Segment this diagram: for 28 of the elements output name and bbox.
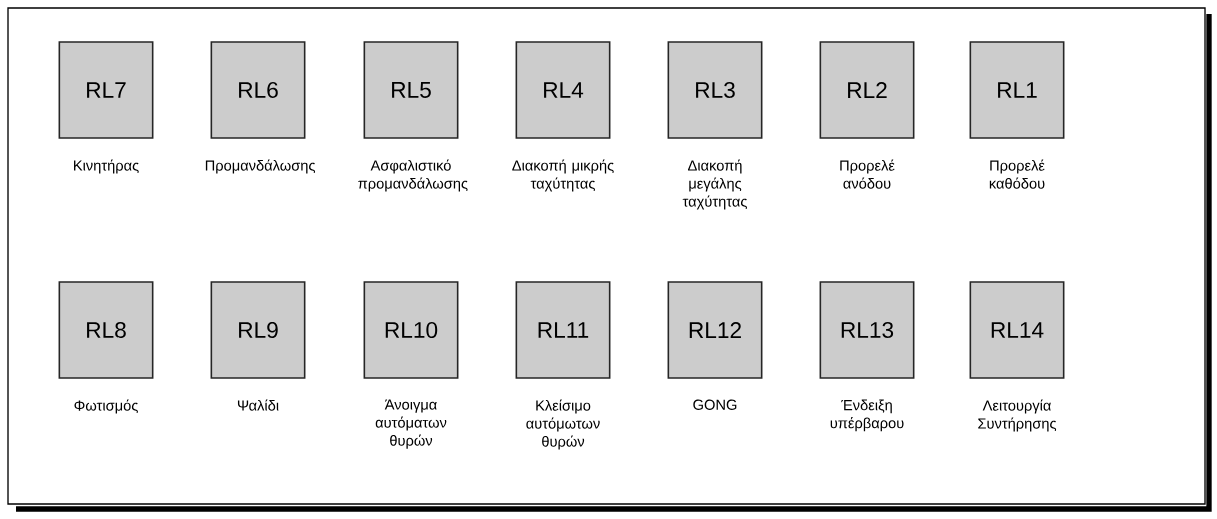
- relay-caption: Κινητήρας: [74, 159, 139, 174]
- relay-box: RL13: [819, 281, 915, 379]
- relay-box: RL12: [667, 281, 763, 379]
- relay-caption: Ψαλίδι: [237, 399, 279, 411]
- relay-caption: Ένδειξη υπέρβαρου: [830, 399, 904, 432]
- relay-caption: Κλείσιμο αυτόμωτων θυρών: [526, 399, 600, 450]
- relay-caption: Προρελέ καθόδου: [989, 159, 1045, 189]
- relay-box: RL1: [969, 41, 1065, 139]
- relay-caption: Λειτουργία Συντήρησης: [978, 399, 1057, 432]
- relay-box: RL14: [969, 281, 1065, 379]
- relay-box: RL6: [210, 41, 306, 139]
- relay-caption: Ασφαλιστικό προμανδάλωσης: [358, 159, 468, 192]
- relay-box: RL4: [515, 41, 611, 139]
- relay-box: RL3: [667, 41, 763, 139]
- relay-box: RL11: [515, 281, 611, 379]
- relay-caption: Διακοπή μικρής ταχύτητας: [512, 159, 614, 192]
- relay-box: RL10: [363, 281, 459, 379]
- relay-box: RL5: [363, 41, 459, 139]
- relay-box: RL8: [58, 281, 154, 379]
- relay-caption: Προρελέ ανόδου: [840, 159, 895, 189]
- relay-caption: Προμανδάλωσης: [205, 159, 316, 174]
- relay-box: RL2: [819, 41, 915, 139]
- relay-caption: Άνοιγμα αυτόματων θυρών: [375, 399, 447, 449]
- relay-box: RL7: [58, 41, 154, 139]
- relay-caption: Διακοπή μεγάλης ταχύτητας: [682, 159, 747, 210]
- relay-box: RL9: [210, 281, 306, 379]
- relay-caption: GONG: [693, 399, 737, 410]
- relay-caption: Φωτισμός: [74, 399, 138, 414]
